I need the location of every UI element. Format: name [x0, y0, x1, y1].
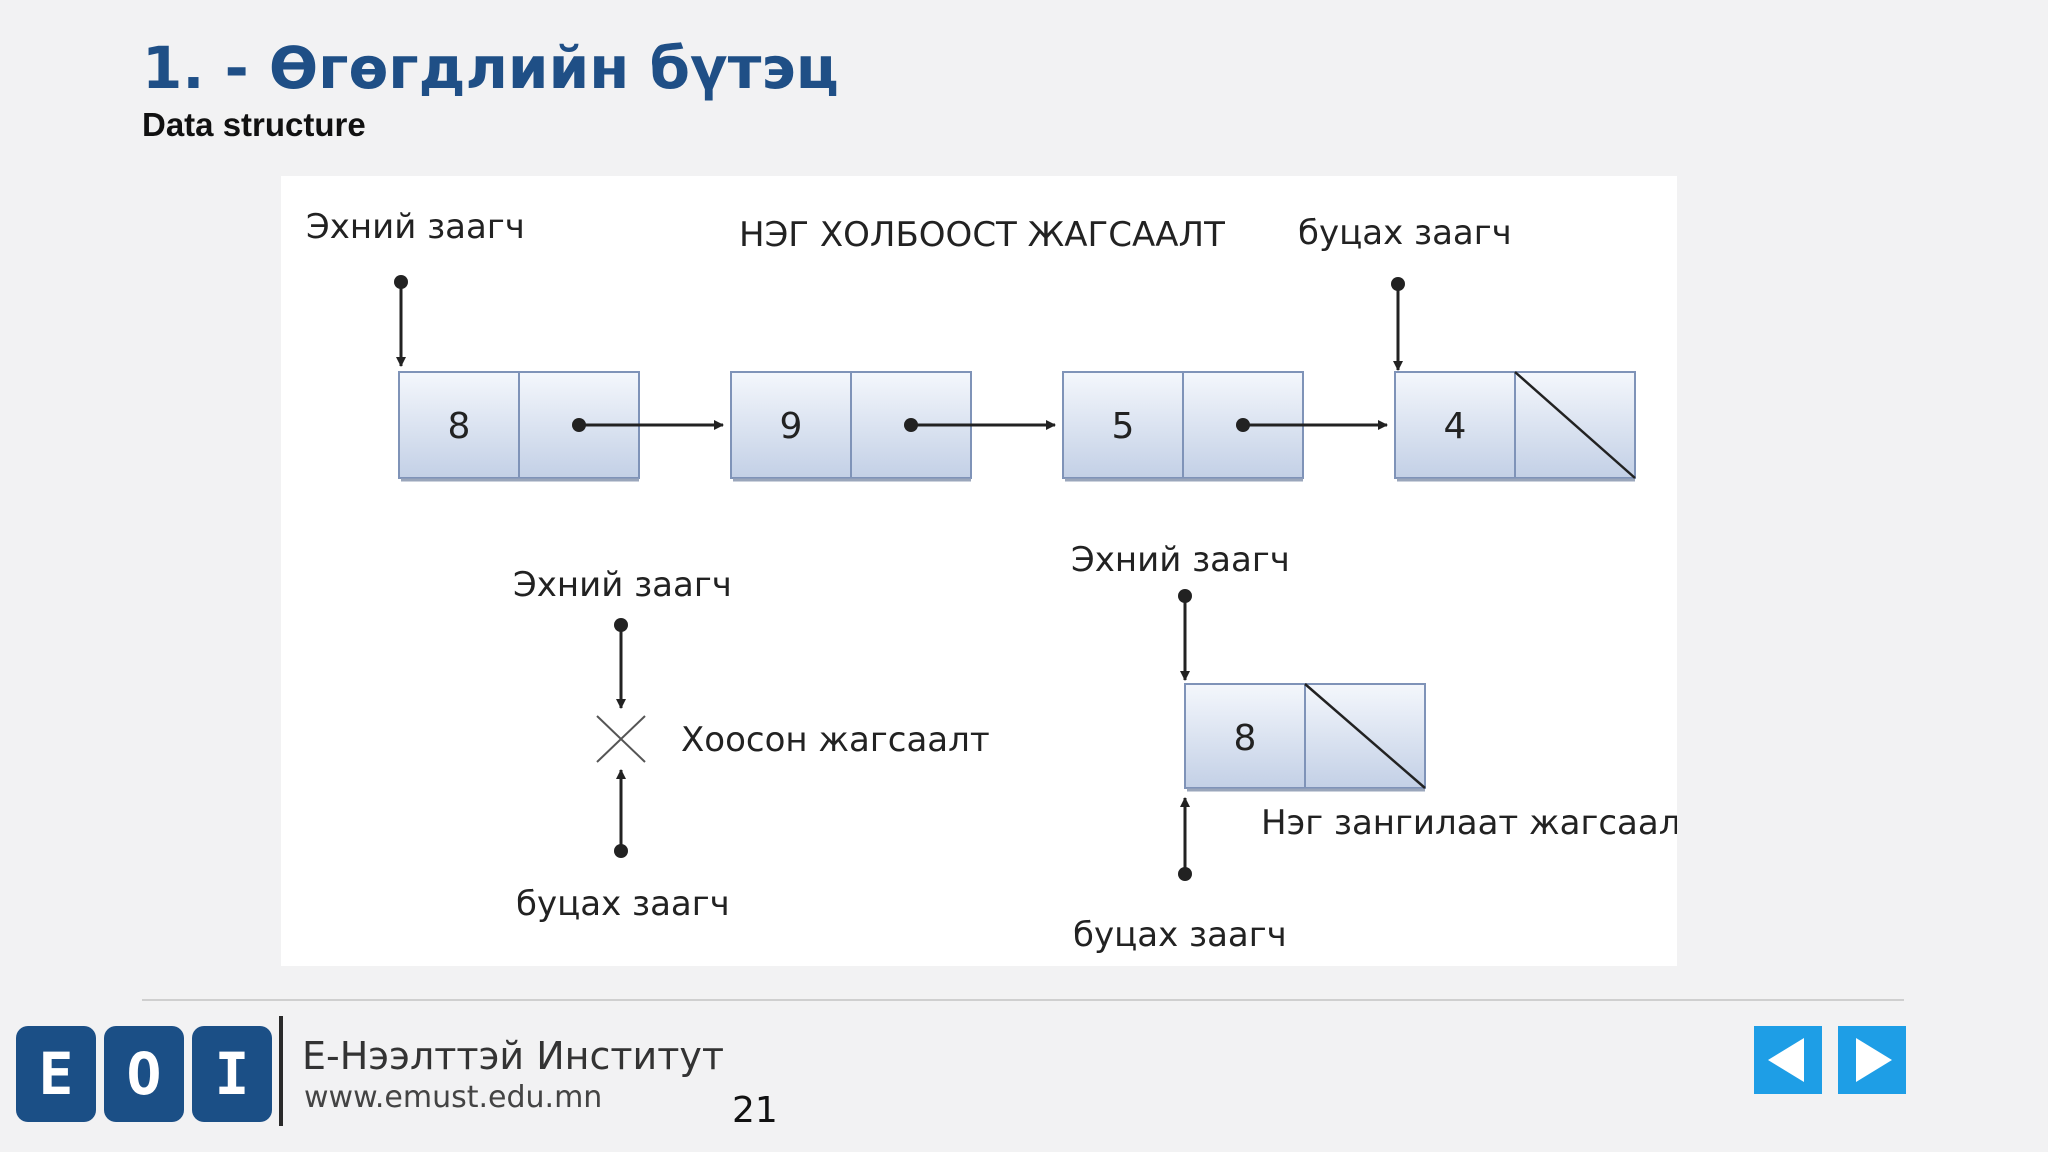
- empty-tail-label: буцах заагч: [516, 884, 730, 924]
- node-4-value: 4: [1444, 406, 1467, 447]
- next-slide-button[interactable]: [1838, 1026, 1906, 1094]
- single-node-value: 8: [1234, 718, 1257, 759]
- svg-text:O: O: [127, 1040, 162, 1108]
- triangle-right-icon: [1856, 1038, 1892, 1082]
- single-head-label: Эхний заагч: [1071, 540, 1290, 580]
- empty-tail-pointer: [614, 769, 628, 858]
- top-list-title: НЭГ ХОЛБООСТ ЖАГСААЛТ: [739, 215, 1225, 255]
- top-tail-label: буцах заагч: [1298, 213, 1512, 253]
- null-pointer-slash: [1514, 371, 1636, 479]
- svg-text:I: I: [215, 1040, 250, 1108]
- node-2-value: 9: [780, 406, 803, 447]
- logo-separator: [279, 1016, 283, 1126]
- node-3-value: 5: [1112, 406, 1135, 447]
- prev-slide-button[interactable]: [1754, 1026, 1822, 1094]
- institute-name: Е-Нээлттэй Институт: [302, 1034, 724, 1078]
- linked-list-diagram: Эхний заагч НЭГ ХОЛБООСТ ЖАГСААЛТ буцах …: [281, 176, 1677, 966]
- eoi-logo: E O I: [16, 1026, 274, 1131]
- list-node-4: 4: [1394, 371, 1636, 482]
- empty-head-pointer: [614, 618, 628, 709]
- empty-head-label: Эхний заагч: [513, 565, 732, 605]
- node-1-value: 8: [448, 406, 471, 447]
- single-tail-label: буцах заагч: [1073, 915, 1287, 955]
- single-head-pointer: [1178, 589, 1192, 681]
- slide-subtitle: Data structure: [142, 106, 366, 143]
- top-tail-pointer: [1391, 277, 1405, 371]
- single-list-node: 8: [1184, 683, 1426, 792]
- svg-text:E: E: [39, 1040, 74, 1108]
- single-tail-pointer: [1178, 797, 1192, 881]
- single-list-caption: Нэг зангилаат жагсаалт: [1261, 803, 1677, 843]
- institute-url[interactable]: www.emust.edu.mn: [304, 1080, 603, 1115]
- empty-list-caption: Хоосон жагсаалт: [681, 720, 990, 760]
- slide-title: 1. - Өгөгдлийн бүтэц: [142, 34, 839, 102]
- triangle-left-icon: [1768, 1038, 1804, 1082]
- footer-divider: [142, 999, 1904, 1001]
- page-number: 21: [732, 1090, 778, 1131]
- null-cross-icon: [596, 715, 646, 763]
- top-head-label: Эхний заагч: [306, 207, 525, 247]
- top-head-pointer: [394, 275, 408, 367]
